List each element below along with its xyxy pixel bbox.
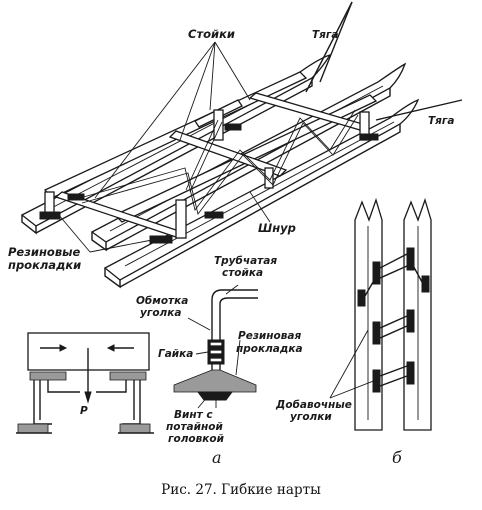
pull-lines bbox=[305, 1, 463, 121]
label-screw-1: Винт с bbox=[174, 409, 213, 421]
label-extra-angles-1: Добавочные bbox=[276, 399, 352, 411]
stanchion-detail-a bbox=[173, 284, 258, 409]
subfigure-label-a: а bbox=[212, 448, 222, 467]
cord-lacing bbox=[79, 109, 359, 216]
load-detail-drawing bbox=[16, 332, 154, 434]
label-pull-line-top: Тяга bbox=[312, 29, 339, 41]
label-tubular-stanchion-2: стойка bbox=[222, 267, 264, 279]
label-rubber-pads-2: прокладки bbox=[8, 258, 82, 272]
label-pull-line-right: Тяга bbox=[428, 115, 455, 127]
label-angle-winding-1: Обмотка bbox=[136, 295, 189, 307]
subfigure-label-b: б bbox=[392, 448, 402, 467]
label-force-p: P bbox=[80, 405, 88, 417]
label-angle-winding-2: уголка bbox=[140, 307, 182, 319]
figure-caption: Рис. 27. Гибкие нарты bbox=[161, 482, 321, 498]
sled-rails bbox=[43, 71, 378, 238]
skis-top-view-b bbox=[329, 197, 432, 431]
rubber-pads bbox=[39, 123, 379, 244]
label-nut: Гайка bbox=[158, 348, 194, 360]
label-cord: Шнур bbox=[258, 221, 296, 235]
label-rubber-gasket-1: Резиновая bbox=[238, 330, 302, 342]
label-screw-3: головкой bbox=[168, 433, 224, 445]
sled-isometric-drawing bbox=[20, 1, 463, 289]
label-stanchions: Стойки bbox=[188, 27, 235, 41]
stanchions bbox=[44, 109, 370, 239]
leader-lines bbox=[57, 41, 271, 253]
label-extra-angles-2: уголки bbox=[290, 411, 332, 423]
label-screw-2: потайной bbox=[166, 421, 223, 433]
label-rubber-pads-1: Резиновые bbox=[8, 245, 81, 259]
label-rubber-gasket-2: прокладка bbox=[236, 343, 303, 355]
label-tubular-stanchion-1: Трубчатая bbox=[214, 255, 278, 267]
